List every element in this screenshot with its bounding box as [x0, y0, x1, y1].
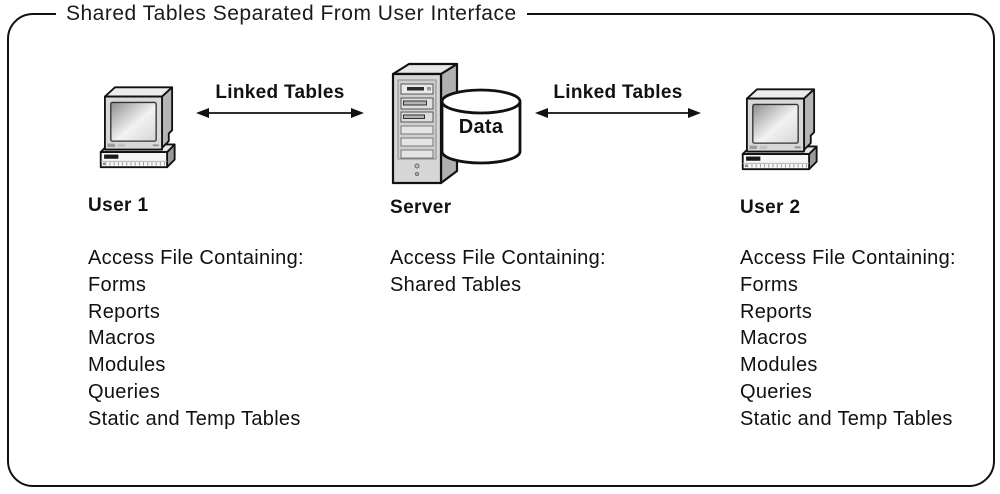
user1-computer-icon — [99, 86, 176, 169]
list-line: Static and Temp Tables — [740, 407, 953, 430]
linked-tables-label-right: Linked Tables — [553, 82, 683, 103]
database-label: Data — [458, 116, 504, 138]
user2-file-list: Access File Containing: Forms Reports Ma… — [740, 245, 956, 433]
database-cylinder-icon — [440, 88, 522, 165]
list-line: Access File Containing: — [740, 247, 956, 269]
list-line: Forms — [740, 273, 799, 296]
server-file-list: Access File Containing: Shared Tables — [390, 245, 606, 299]
user1-label: User 1 — [88, 195, 149, 216]
linked-tables-arrow-left — [196, 108, 364, 118]
list-line: Forms — [88, 273, 147, 296]
list-line: Macros — [740, 327, 808, 350]
list-line: Static and Temp Tables — [88, 407, 301, 430]
linked-tables-arrow-right — [535, 108, 701, 118]
list-line: Modules — [88, 354, 166, 377]
list-line: Access File Containing: — [88, 247, 304, 269]
list-line: Queries — [740, 380, 813, 403]
list-line: Access File Containing: — [390, 247, 606, 269]
list-line: Reports — [88, 300, 161, 323]
list-line: Reports — [740, 300, 813, 323]
list-line: Shared Tables — [390, 273, 522, 296]
server-label: Server — [390, 197, 452, 218]
list-line: Macros — [88, 327, 156, 350]
diagram-title: Shared Tables Separated From User Interf… — [56, 2, 527, 26]
user2-label: User 2 — [740, 197, 801, 218]
user2-computer-icon — [741, 88, 818, 171]
list-line: Queries — [88, 380, 161, 403]
user1-file-list: Access File Containing: Forms Reports Ma… — [88, 245, 304, 433]
linked-tables-label-left: Linked Tables — [215, 82, 345, 103]
list-line: Modules — [740, 354, 818, 377]
